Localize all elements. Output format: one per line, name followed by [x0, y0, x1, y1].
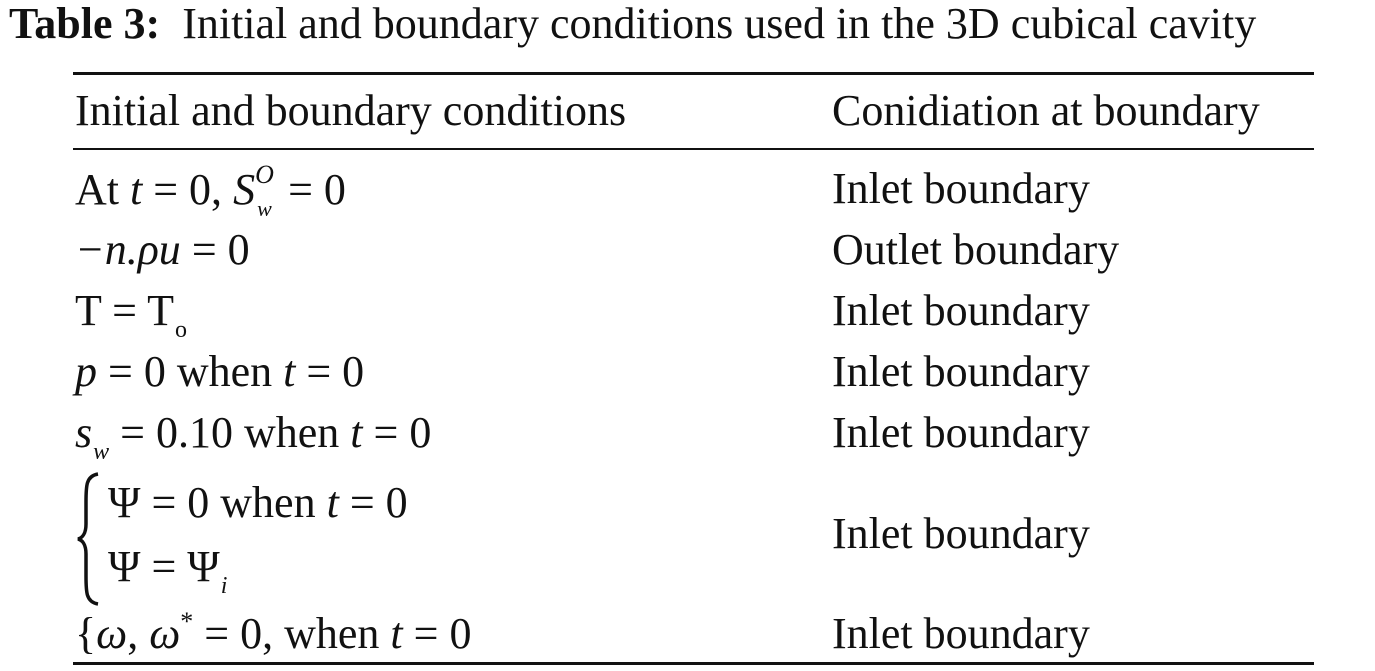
table-header-rule	[73, 148, 1314, 150]
caption-label: Table 3:	[9, 0, 161, 48]
condition-row-6-line-2: Ψ = Ψi	[108, 542, 228, 599]
boundary-row-2: Outlet boundary	[832, 225, 1120, 274]
table-bottom-rule	[73, 662, 1314, 665]
condition-row-2: −n.ρu = 0	[75, 225, 250, 274]
boundary-row-5: Inlet boundary	[832, 408, 1090, 457]
left-brace-symbol	[77, 472, 99, 606]
boundary-row-6: Inlet boundary	[832, 509, 1090, 558]
condition-row-5: sw = 0.10 when t = 0	[75, 408, 432, 465]
caption-text: Initial and boundary conditions used in …	[182, 0, 1257, 48]
boundary-row-4: Inlet boundary	[832, 347, 1090, 396]
table-top-rule	[73, 72, 1314, 75]
boundary-row-3: Inlet boundary	[832, 286, 1090, 335]
header-boundary: Conidiation at boundary	[832, 86, 1260, 135]
table-caption: Table 3: Initial and boundary conditions…	[9, 0, 1256, 50]
condition-row-7: {ω, ω* = 0, when t = 0	[75, 607, 472, 658]
condition-row-4: p = 0 when t = 0	[75, 347, 365, 396]
condition-row-3: T = To	[75, 286, 187, 343]
header-conditions: Initial and boundary conditions	[75, 86, 627, 135]
boundary-row-1: Inlet boundary	[832, 164, 1090, 213]
boundary-row-7: Inlet boundary	[832, 609, 1090, 658]
condition-row-6-line-1: Ψ = 0 when t = 0	[108, 478, 408, 527]
